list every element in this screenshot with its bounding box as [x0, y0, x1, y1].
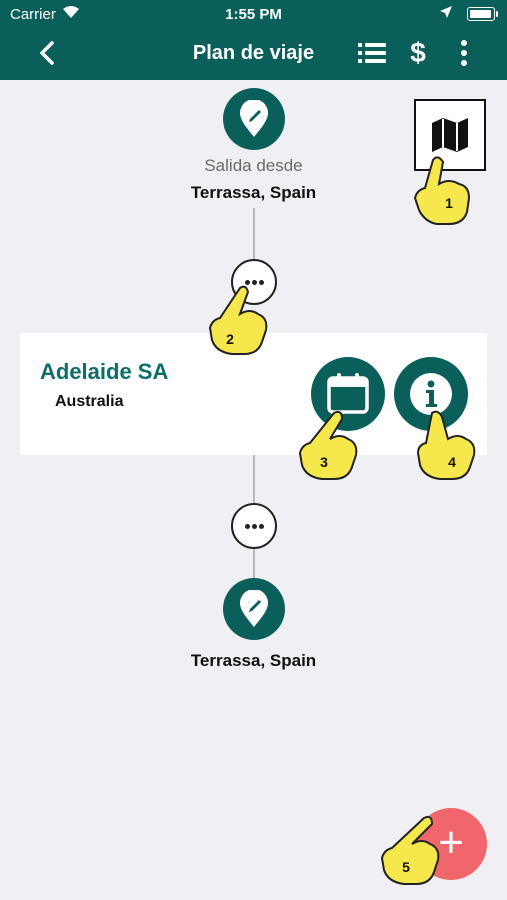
calendar-icon: [327, 373, 369, 414]
map-pin-edit-icon: [240, 590, 268, 627]
add-stop-button-bottom[interactable]: [231, 503, 277, 549]
carrier-label: Carrier: [10, 6, 56, 23]
map-pin-edit-icon: [240, 100, 268, 137]
stop-country: Australia: [55, 393, 124, 410]
origin-label: Salida desde: [204, 156, 303, 175]
map-button[interactable]: [414, 99, 486, 171]
hint-number-4: 4: [448, 454, 456, 470]
nav-bar: Plan de viaje $: [0, 28, 507, 80]
status-bar: Carrier 1:55 PM: [0, 0, 507, 28]
route-line-bottom: [253, 548, 255, 580]
wifi-icon: [63, 6, 79, 18]
hint-number-3: 3: [320, 454, 328, 470]
pointing-hand-icon: 1: [413, 156, 471, 225]
hint-number-5: 5: [402, 859, 410, 875]
more-vertical-icon[interactable]: [454, 38, 474, 68]
list-icon[interactable]: [357, 40, 387, 66]
page-title: Plan de viaje: [192, 42, 315, 64]
battery-icon: [467, 7, 498, 21]
origin-place: Terrassa, Spain: [190, 183, 317, 202]
stop-city: Adelaide SA: [40, 359, 169, 384]
pointing-hand-icon: 3: [298, 410, 358, 480]
pointing-hand-icon: 5: [380, 815, 440, 885]
pointing-hand-icon: 4: [416, 410, 476, 480]
pointing-hand-icon: 2: [208, 285, 268, 355]
origin-pin-button[interactable]: [223, 88, 285, 150]
plus-icon: +: [438, 818, 464, 867]
location-arrow-icon: [440, 6, 452, 18]
calendar-button[interactable]: [311, 357, 385, 431]
destination-place: Terrassa, Spain: [190, 651, 317, 670]
hint-number-2: 2: [226, 331, 234, 347]
dollar-icon[interactable]: $: [410, 37, 426, 68]
map-icon: [432, 118, 468, 152]
info-icon: [410, 373, 452, 415]
route-line-top: [253, 208, 255, 260]
hint-number-1: 1: [445, 195, 453, 211]
back-chevron-icon[interactable]: [34, 38, 64, 68]
destination-pin-button[interactable]: [223, 578, 285, 640]
clock-time: 1:55 PM: [225, 6, 282, 23]
route-line-mid: [253, 455, 255, 505]
